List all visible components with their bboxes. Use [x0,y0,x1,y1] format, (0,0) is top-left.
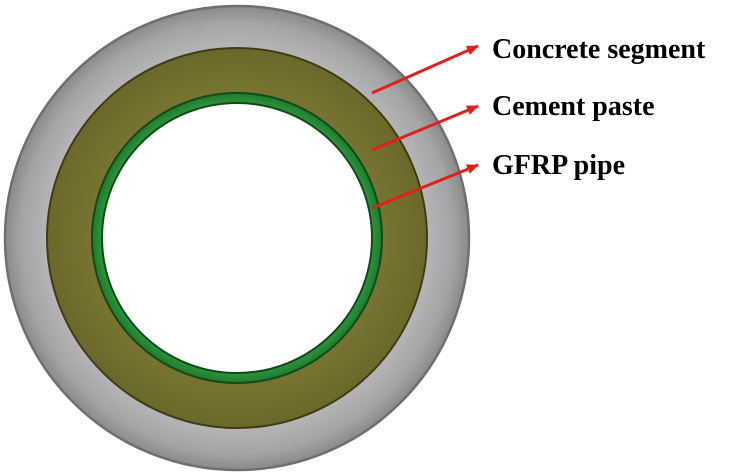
label-concrete-segment: Concrete segment [492,34,706,65]
label-cement-paste: Cement paste [492,91,655,122]
arrow-concrete-segment [371,44,479,95]
arrow-gfrp-pipe [371,163,479,210]
arrow-cement-paste [371,104,479,152]
label-gfrp-pipe: GFRP pipe [492,150,626,181]
pipe-hollow-core [101,102,373,374]
